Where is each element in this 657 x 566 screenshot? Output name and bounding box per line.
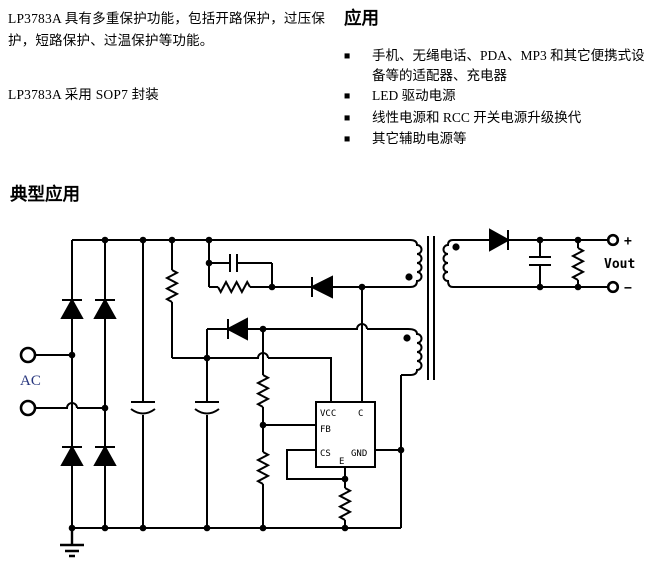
list-item: ■ LED 驱动电源: [344, 86, 652, 107]
aux-winding: [401, 328, 423, 376]
pin-label-cs: CS: [320, 449, 331, 459]
resistor-icon: [255, 451, 271, 485]
output-stage: [455, 228, 608, 288]
bridge-diode-icon: [60, 297, 84, 319]
list-item: ■ 其它辅助电源等: [344, 129, 652, 150]
secondary-winding: [442, 239, 455, 288]
bulk-capacitors: [130, 240, 220, 528]
list-item-label: 手机、无绳电话、PDA、MP3 和其它便携式设备等的适配器、充电器: [372, 48, 645, 83]
ac-input: AC: [19, 346, 105, 417]
vout-label: Vout: [604, 257, 635, 272]
vcc-line: [172, 352, 332, 402]
bridge-diode-icon: [93, 297, 117, 319]
output-terminals: + Vout −: [604, 233, 635, 296]
list-item-label: 其它辅助电源等: [372, 131, 467, 146]
output-capacitor-icon: [529, 240, 551, 287]
pin-label-c: C: [358, 409, 363, 419]
core: [427, 236, 435, 380]
bullet-square-icon: ■: [344, 134, 351, 145]
feedback-divider: [255, 329, 316, 528]
vout-minus-terminal: [606, 280, 620, 294]
load-resistor-icon: [570, 247, 586, 281]
output-diode-icon: [489, 228, 511, 252]
minus-label: −: [624, 281, 632, 296]
pin-label-gnd: GND: [351, 449, 367, 459]
plus-label: +: [624, 234, 632, 249]
polarity-dot: [403, 334, 411, 342]
intro-paragraph-protection: LP3783A 具有多重保护功能，包括开路保护，过压保护，短路保护、过温保护等功…: [8, 11, 326, 48]
list-item: ■ 手机、无绳电话、PDA、MP3 和其它便携式设备等的适配器、充电器: [344, 46, 652, 85]
polarity-dot: [405, 273, 413, 281]
ground-symbol-icon: [60, 528, 84, 558]
pin-label-vcc: VCC: [320, 409, 336, 419]
vcc-supply: [207, 317, 408, 341]
bridge-diode-icon: [93, 444, 117, 466]
bridge-rectifier: [60, 240, 117, 528]
startup-resistor: [164, 240, 332, 402]
snubber-diode-icon: [309, 275, 333, 299]
list-item-label: LED 驱动电源: [372, 88, 456, 103]
junction-dots: [68, 236, 582, 532]
vcc-diode-icon: [225, 317, 248, 341]
resistor-icon: [255, 374, 271, 408]
applications-heading: 应用: [344, 8, 379, 28]
ac-terminal-bottom: [19, 399, 37, 417]
transformer: [400, 236, 460, 528]
bullet-square-icon: ■: [344, 112, 351, 124]
list-item-label: 线性电源和 RCC 开关电源升级换代: [372, 109, 582, 125]
electrolytic-capacitor-icon: [194, 401, 220, 415]
bullet-square-icon: ■: [344, 51, 351, 62]
applications-section: 应用 ■ 手机、无绳电话、PDA、MP3 和其它便携式设备等的适配器、充电器 ■…: [344, 5, 652, 151]
polarity-dot: [452, 243, 460, 251]
vout-plus-terminal: [606, 233, 620, 247]
pin-label-e: E: [339, 457, 344, 467]
bullet-square-icon: ■: [344, 91, 351, 102]
ac-label: AC: [20, 373, 41, 389]
electrolytic-capacitor-icon: [130, 401, 156, 415]
list-item: ■ 线性电源和 RCC 开关电源升级换代: [344, 108, 652, 129]
primary-winding: [405, 239, 423, 288]
snubber-capacitor-icon: [209, 254, 272, 272]
sense-resistor: [337, 487, 353, 528]
resistor-icon: [164, 269, 180, 303]
controller-ic: VCC C FB CS GND E: [286, 287, 401, 488]
cs-line: [286, 449, 345, 480]
pin-label-fb: FB: [320, 425, 331, 435]
resistor-icon: [217, 279, 251, 295]
ac-terminal-top: [19, 346, 37, 364]
typical-application-heading: 典型应用: [10, 184, 80, 204]
intro-paragraph-package: LP3783A 采用 SOP7 封装: [8, 87, 159, 102]
resistor-icon: [337, 487, 353, 521]
bridge-diode-icon: [60, 444, 84, 466]
snubber-clamp: [208, 240, 410, 299]
